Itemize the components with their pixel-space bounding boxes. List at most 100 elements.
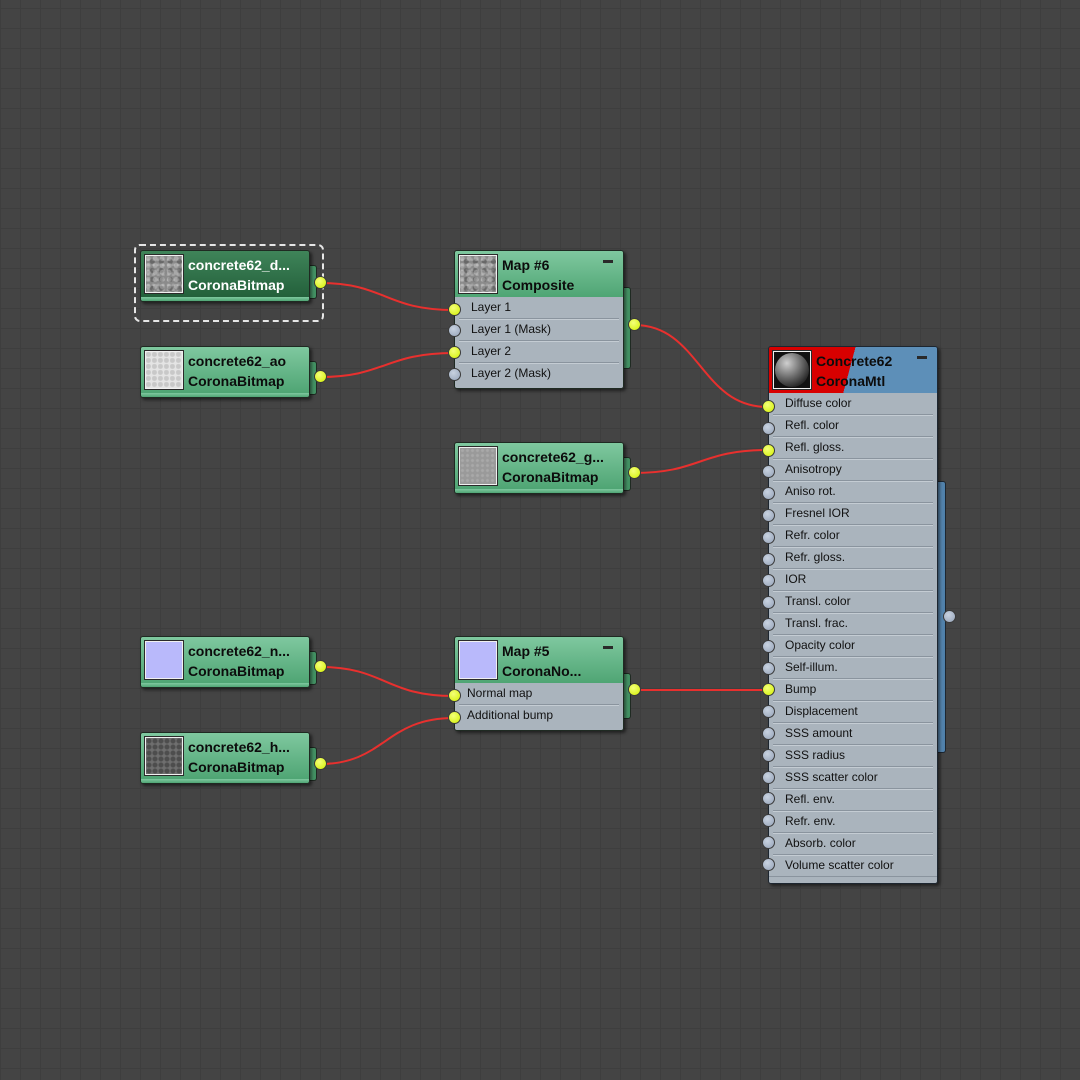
output-socket-diffuse[interactable] <box>314 276 327 289</box>
texture-thumbnail <box>459 641 497 679</box>
input-socket-material-slot[interactable] <box>762 509 775 522</box>
minus-icon[interactable] <box>603 260 613 263</box>
node-type: CoronaMtl <box>816 373 886 389</box>
input-socket-layer-1-mask[interactable] <box>448 324 461 337</box>
node-map6-composite[interactable]: Map #6 Composite Layer 1 Layer 1 (Mask) … <box>454 250 631 389</box>
texture-thumbnail <box>145 255 183 293</box>
input-socket-layer-2[interactable] <box>448 346 461 359</box>
input-socket-material-slot[interactable] <box>762 705 775 719</box>
texture-thumbnail <box>145 351 183 389</box>
node-type: CoronaBitmap <box>188 373 285 389</box>
slot-layer-1-mask[interactable]: Layer 1 (Mask) <box>459 319 619 341</box>
node-map5-coronanormal[interactable]: Map #5 CoronaNo... Normal map Additional… <box>454 636 631 731</box>
slot-label: IOR <box>785 572 807 586</box>
slot-normal-map[interactable]: Normal map <box>459 683 619 705</box>
node-concrete62-gloss[interactable]: concrete62_g... CoronaBitmap <box>454 442 631 494</box>
slot-volume-scatter-color[interactable]: Volume scatter color <box>773 855 933 876</box>
input-socket-material-slot[interactable] <box>762 770 775 784</box>
input-socket-material-slot[interactable] <box>762 792 775 806</box>
input-socket-material-slot[interactable] <box>762 421 775 435</box>
slot-opacity-color[interactable]: Opacity color <box>773 635 933 657</box>
input-socket-material-slot[interactable] <box>762 487 775 501</box>
input-socket-material-slot[interactable] <box>762 574 775 588</box>
output-socket-map6[interactable] <box>628 318 641 331</box>
slot-refl-color[interactable]: Refl. color <box>773 415 933 437</box>
slot-additional-bump[interactable]: Additional bump <box>459 705 619 726</box>
slot-diffuse-color[interactable]: Diffuse color <box>773 393 933 415</box>
input-socket-layer-2-mask[interactable] <box>448 368 461 381</box>
slot-sss-scatter-color[interactable]: SSS scatter color <box>773 767 933 789</box>
node-concrete62-diffuse[interactable]: concrete62_d... CoronaBitmap <box>140 250 317 302</box>
node-type: CoronaNo... <box>502 663 582 679</box>
input-socket-material-slot[interactable] <box>762 530 775 544</box>
slot-refr-color[interactable]: Refr. color <box>773 525 933 547</box>
slot-label: Refl. color <box>785 418 840 432</box>
input-socket-material-slot[interactable] <box>762 857 775 871</box>
input-socket-material-slot[interactable] <box>762 552 775 566</box>
output-socket-map5[interactable] <box>628 683 641 696</box>
input-socket-material-slot[interactable] <box>762 596 775 610</box>
input-socket-material-slot[interactable] <box>762 748 775 762</box>
input-socket-material-slot[interactable] <box>762 618 775 631</box>
input-socket-additional-bump[interactable] <box>448 711 461 724</box>
node-concrete62-height[interactable]: concrete62_h... CoronaBitmap <box>140 732 317 784</box>
texture-thumbnail <box>459 255 497 293</box>
input-socket-layer-1[interactable] <box>448 303 461 316</box>
output-socket-material[interactable] <box>943 610 956 623</box>
slot-ior[interactable]: IOR <box>773 569 933 591</box>
slot-refr-env[interactable]: Refr. env. <box>773 811 933 833</box>
slot-label: Transl. frac. <box>785 616 848 630</box>
slot-label: Layer 2 (Mask) <box>471 366 552 380</box>
node-concrete62-ao[interactable]: concrete62_ao CoronaBitmap <box>140 346 317 398</box>
wire-diffuse-to-layer1 <box>319 282 455 311</box>
slot-refl-env[interactable]: Refl. env. <box>773 789 933 811</box>
input-socket-material-slot[interactable] <box>762 814 775 828</box>
slot-layer-2[interactable]: Layer 2 <box>459 341 619 363</box>
input-socket-material-slot[interactable] <box>762 661 775 675</box>
input-socket-material-slot[interactable] <box>762 836 775 849</box>
slot-aniso-rot[interactable]: Aniso rot. <box>773 481 933 503</box>
minus-icon[interactable] <box>603 646 613 649</box>
node-title: concrete62_ao <box>188 353 287 369</box>
node-type: CoronaBitmap <box>502 469 599 485</box>
node-type: Composite <box>502 277 575 293</box>
slot-label: Layer 1 (Mask) <box>471 322 552 336</box>
slot-bump[interactable]: Bump <box>773 679 933 701</box>
input-socket-material-slot[interactable] <box>762 443 775 457</box>
output-socket-ao[interactable] <box>314 370 327 383</box>
slot-transl-frac[interactable]: Transl. frac. <box>773 613 933 635</box>
slot-label: Anisotropy <box>785 462 842 476</box>
output-socket-height[interactable] <box>314 757 327 770</box>
slot-fresnel-ior[interactable]: Fresnel IOR <box>773 503 933 525</box>
slot-sss-amount[interactable]: SSS amount <box>773 723 933 745</box>
node-concrete62-normal[interactable]: concrete62_n... CoronaBitmap <box>140 636 317 688</box>
minus-icon[interactable] <box>917 356 927 359</box>
slot-label: Displacement <box>785 704 858 718</box>
input-socket-material-slot[interactable] <box>762 639 775 653</box>
slot-transl-color[interactable]: Transl. color <box>773 591 933 613</box>
output-socket-gloss[interactable] <box>628 466 641 479</box>
wire-map6-to-diffuse-color <box>633 324 769 408</box>
input-socket-material-slot[interactable] <box>762 400 775 413</box>
slot-refr-gloss[interactable]: Refr. gloss. <box>773 547 933 569</box>
slot-anisotropy[interactable]: Anisotropy <box>773 459 933 481</box>
node-type: CoronaBitmap <box>188 759 285 775</box>
node-title: concrete62_n... <box>188 643 290 659</box>
slot-layer-1[interactable]: Layer 1 <box>459 297 619 319</box>
input-socket-normal-map[interactable] <box>448 689 461 702</box>
sphere-icon <box>775 353 809 387</box>
slot-refl-gloss[interactable]: Refl. gloss. <box>773 437 933 459</box>
input-socket-material-slot[interactable] <box>762 727 775 740</box>
slot-layer-2-mask[interactable]: Layer 2 (Mask) <box>459 363 619 384</box>
slot-displacement[interactable]: Displacement <box>773 701 933 723</box>
wire-height-to-additional-bump <box>319 717 455 765</box>
slot-label: Refr. color <box>785 528 840 542</box>
material-preview <box>773 351 811 389</box>
slot-label: Volume scatter color <box>785 858 894 872</box>
slot-sss-radius[interactable]: SSS radius <box>773 745 933 767</box>
slot-absorb-color[interactable]: Absorb. color <box>773 833 933 855</box>
slot-self-illum[interactable]: Self-illum. <box>773 657 933 679</box>
output-socket-normal[interactable] <box>314 660 327 673</box>
node-title: Map #5 <box>502 643 550 659</box>
